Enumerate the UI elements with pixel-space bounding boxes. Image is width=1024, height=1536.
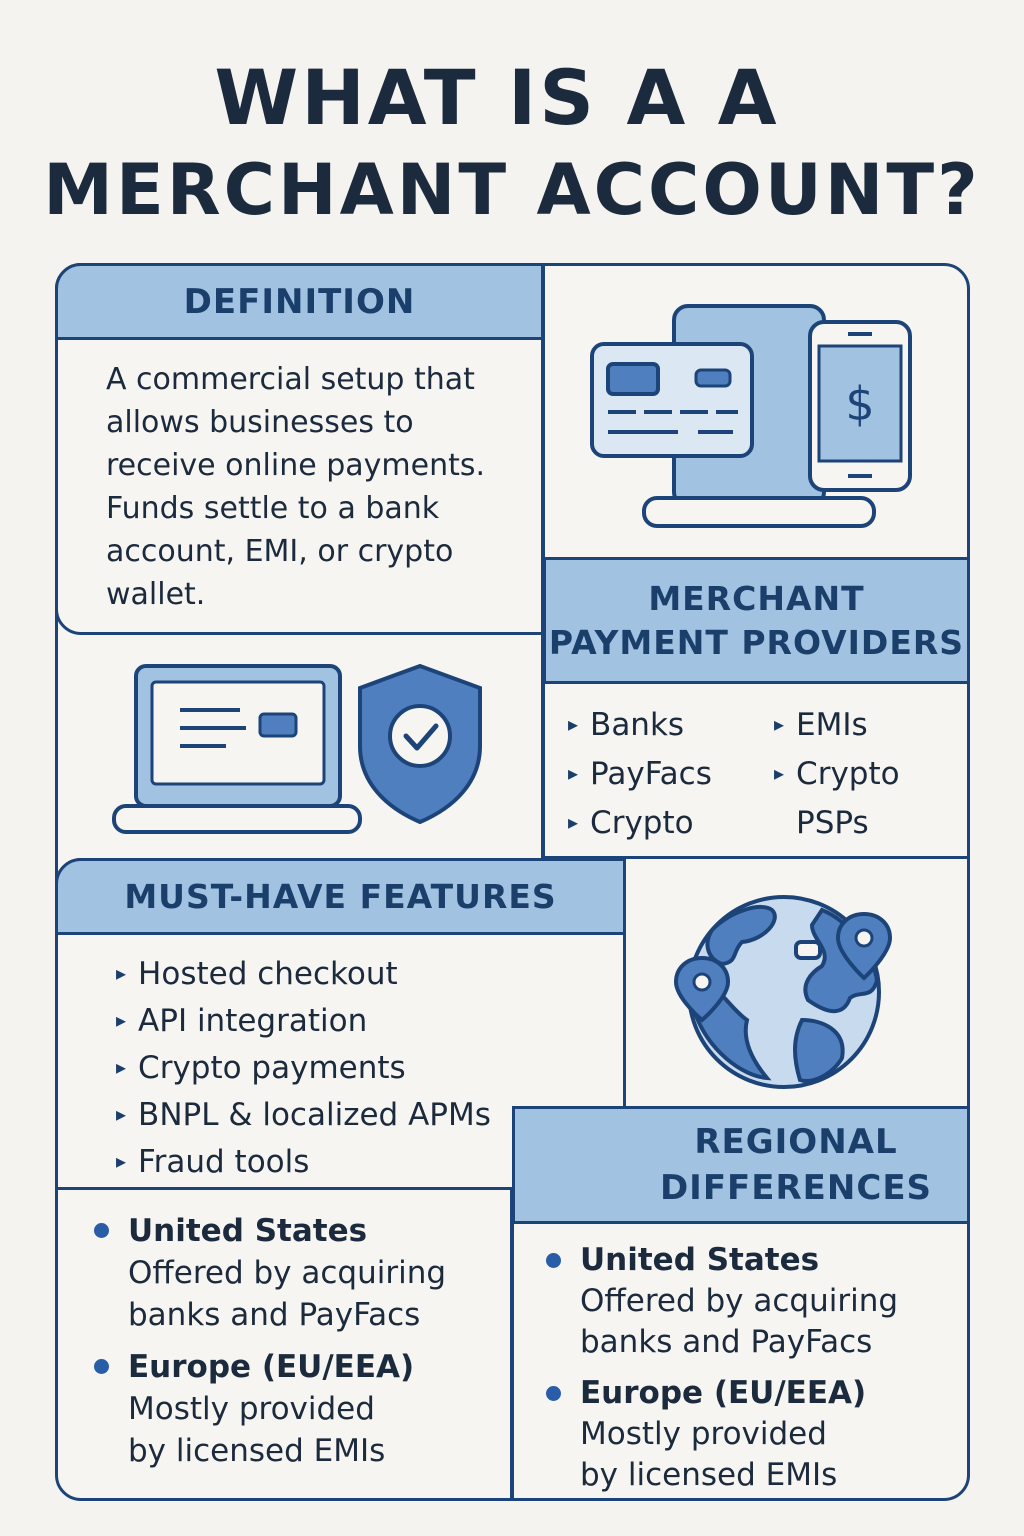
feature-item: Hosted checkout	[116, 952, 491, 999]
feature-item: Crypto payments	[116, 1046, 491, 1093]
region-desc: Offered by acquiring	[128, 1255, 447, 1291]
title-line-2: MERCHANT ACCOUNT?	[43, 149, 981, 231]
region-item: Europe (EU/EEA) Mostly provided by licen…	[94, 1346, 446, 1472]
bullet-dot	[94, 1223, 109, 1238]
provider-item: EMIs	[774, 702, 964, 751]
region-item: United States Offered by acquiring banks…	[94, 1210, 446, 1336]
bullet-dot	[94, 1359, 109, 1374]
laptop-shield-icon	[112, 663, 482, 834]
definition-heading-text: DEFINITION	[183, 281, 416, 322]
providers-heading-line-1: MERCHANT	[648, 578, 865, 618]
regional-heading-line-2: DIFFERENCES	[659, 1168, 933, 1208]
regional-left-list: United States Offered by acquiring banks…	[94, 1210, 446, 1482]
regional-right-list: United States Offered by acquiring banks…	[546, 1240, 898, 1506]
dollar-sign: $	[845, 377, 874, 431]
region-name: United States	[128, 1213, 368, 1249]
regional-heading: REGIONAL DIFFERENCES	[512, 1106, 970, 1224]
features-heading-text: MUST-HAVE FEATURES	[124, 877, 557, 916]
definition-heading: DEFINITION	[55, 263, 544, 340]
providers-heading: MERCHANT PAYMENT PROVIDERS	[543, 557, 970, 684]
region-item: United States Offered by acquiring banks…	[546, 1240, 898, 1363]
providers-list: Banks EMIs PayFacs Crypto Crypto PSPs	[568, 702, 964, 849]
providers-heading-line-2: PAYMENT PROVIDERS	[548, 622, 965, 662]
regional-divider	[510, 1188, 514, 1500]
region-name: United States	[580, 1242, 820, 1278]
globe-pins-icon	[673, 895, 893, 1089]
region-desc: banks and PayFacs	[128, 1297, 421, 1333]
feature-item: Fraud tools	[116, 1140, 491, 1187]
region-name: Europe (EU/EEA)	[580, 1375, 867, 1411]
region-desc: Offered by acquiring	[580, 1283, 899, 1319]
region-desc: by licensed EMIs	[128, 1433, 386, 1469]
region-desc: by licensed EMIs	[580, 1457, 838, 1493]
features-heading: MUST-HAVE FEATURES	[55, 858, 626, 935]
region-desc: banks and PayFacs	[580, 1324, 873, 1360]
region-desc: Mostly provided	[128, 1391, 375, 1427]
bullet-dot	[546, 1386, 561, 1401]
page-title: WHAT IS A A MERCHANT ACCOUNT?	[0, 52, 1024, 236]
features-list: Hosted checkout API integration Crypto p…	[116, 952, 491, 1187]
region-item: Europe (EU/EEA) Mostly provided by licen…	[546, 1373, 898, 1496]
feature-item: API integration	[116, 999, 491, 1046]
definition-text: A commercial setup that allows businesse…	[106, 362, 486, 612]
provider-item: Crypto	[568, 800, 774, 849]
provider-item: Crypto	[774, 751, 964, 800]
provider-item: Banks	[568, 702, 774, 751]
provider-item: PSPs	[796, 805, 869, 841]
region-desc: Mostly provided	[580, 1416, 827, 1452]
provider-item: PayFacs	[568, 751, 774, 800]
card-and-phone-icon: $	[590, 304, 912, 528]
bullet-dot	[546, 1253, 561, 1268]
providers-bottom-border	[543, 856, 970, 859]
title-line-1: WHAT IS A A	[214, 53, 780, 142]
region-name: Europe (EU/EEA)	[128, 1349, 415, 1385]
feature-item: BNPL & localized APMs	[116, 1093, 491, 1140]
regional-heading-line-1: REGIONAL	[694, 1122, 898, 1162]
